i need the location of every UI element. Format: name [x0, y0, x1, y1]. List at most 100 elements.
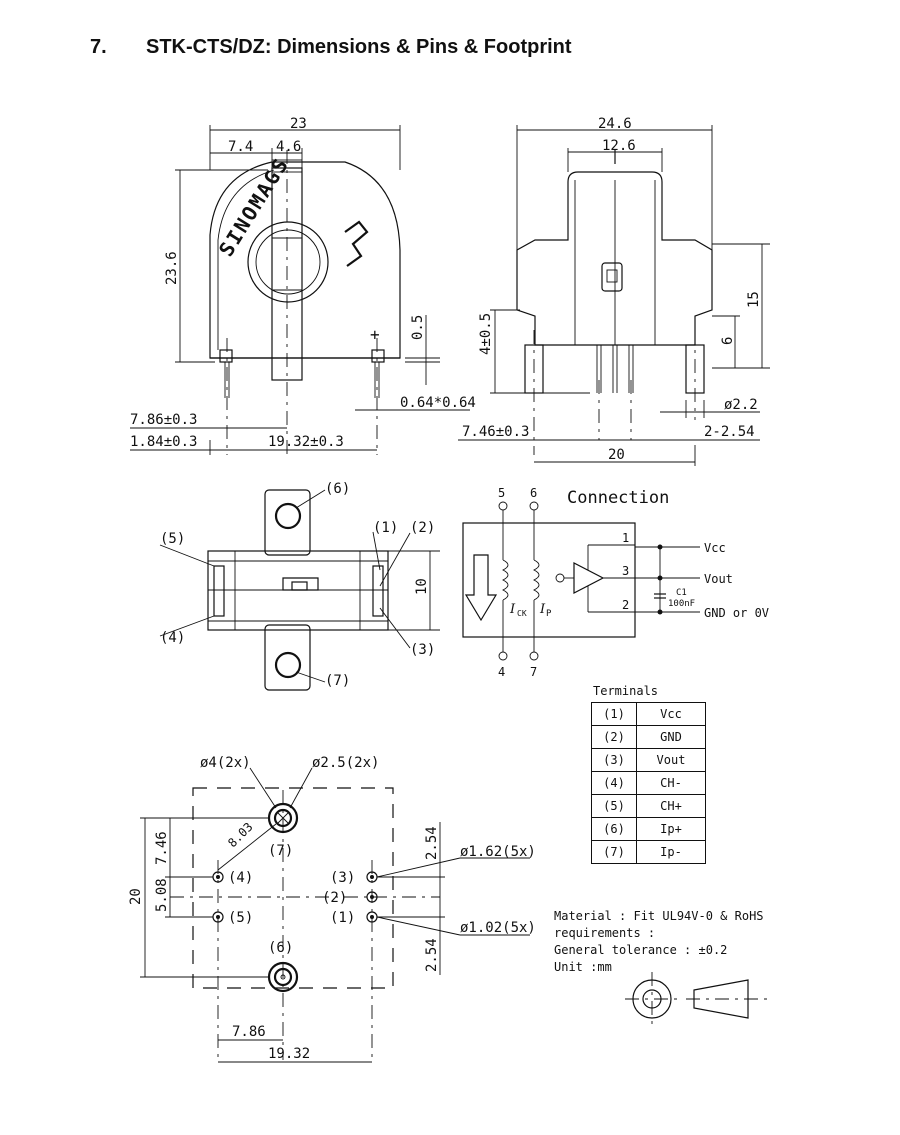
bottom-label-6: (6)	[325, 481, 350, 497]
plus-mark: +	[370, 325, 380, 344]
bottom-label-5: (5)	[160, 531, 185, 547]
connection-box	[462, 522, 636, 638]
table-row: (5)CH+	[591, 794, 706, 818]
section-number: 7.	[90, 36, 107, 58]
fp-label-4: (4)	[228, 870, 253, 886]
terminal-name: Ip+	[636, 817, 706, 841]
footprint-view: 20 7.46 5.08 2.54 2.54 7.86 19.32 ø4(2x)…	[128, 755, 536, 1063]
label-ip-sub: P	[546, 609, 552, 619]
footprint-outline	[192, 787, 394, 989]
dim-front-width: 23	[290, 116, 307, 132]
amplifier-icon	[573, 562, 605, 594]
dim-fp-x1: 7.86	[232, 1024, 266, 1040]
conn-pin-4: 4	[498, 665, 505, 679]
label-ick-sub: CK	[517, 609, 527, 618]
note-tolerance: General tolerance : ±0.2	[554, 943, 728, 957]
dim-side-lead: 4±0.5	[478, 313, 494, 355]
note-requirements: requirements :	[554, 926, 656, 940]
terminal-pin: (1)	[591, 702, 637, 726]
coil-ck	[501, 559, 509, 601]
dim-front-height: 23.6	[164, 251, 180, 285]
dim-front-pin-edge: 1.84±0.3	[130, 434, 197, 450]
side-latch	[601, 262, 623, 292]
terminal-pin: (4)	[591, 771, 637, 795]
note-material: Material : Fit UL94V-0 & RoHS	[554, 909, 764, 923]
dim-front-lead: 0.5	[410, 315, 426, 340]
table-row: (4)CH-	[591, 771, 706, 795]
dim-fp-x2: 19.32	[268, 1046, 310, 1062]
label-hole-small: ø2.5(2x)	[312, 755, 379, 771]
dim-side-pins-pitch: 2-2.54	[704, 424, 755, 440]
dim-side-slot: 12.6	[602, 138, 636, 154]
bottom-view: 10 (6) (7) (5) (4) (1) (2) (3)	[159, 481, 440, 691]
cap-name: C1	[676, 588, 687, 598]
dim-front-pitch: 19.32±0.3	[268, 434, 344, 450]
fp-label-2: (2)	[322, 890, 347, 906]
dim-side-pin-len: 6	[720, 337, 736, 345]
terminal-name: CH+	[636, 794, 706, 818]
fp-label-1: (1)	[330, 910, 355, 926]
node-1: 1	[622, 531, 629, 545]
side-body-outline	[516, 171, 713, 346]
out-gnd: GND or 0V	[704, 606, 769, 620]
dim-fp-v2: 5.08	[154, 878, 170, 912]
node-3: 3	[622, 564, 629, 578]
dim-fp-height: 20	[128, 888, 144, 905]
terminals-table: (1)Vcc (2)GND (3)Vout (4)CH- (5)CH+ (6)I…	[591, 702, 706, 864]
out-vcc: Vcc	[704, 541, 726, 555]
out-vout: Vout	[704, 572, 733, 586]
dim-side-dia: ø2.2	[724, 397, 758, 413]
terminal-name: Ip-	[636, 840, 706, 864]
dim-fp-v1: 7.46	[154, 831, 170, 865]
dim-front-pin-size: 0.64*0.64	[400, 395, 476, 411]
terminal-name: Vout	[636, 748, 706, 772]
section-heading: 7.STK-CTS/DZ: Dimensions & Pins & Footpr…	[90, 36, 572, 59]
table-row: (1)Vcc	[591, 702, 706, 726]
dim-front-left: 7.4	[228, 139, 253, 155]
logo-s-icon	[344, 220, 369, 267]
fp-label-3: (3)	[330, 870, 355, 886]
note-unit: Unit :mm	[554, 960, 612, 974]
dim-bottom-height: 10	[414, 578, 430, 595]
bottom-label-2: (2)	[410, 520, 435, 536]
sensor-icon	[555, 573, 565, 583]
current-arrow-icon	[464, 554, 498, 622]
terminal-name: GND	[636, 725, 706, 749]
label-ick: I	[509, 602, 516, 617]
terminal-pin: (5)	[591, 794, 637, 818]
front-logo-text: SINOMAGS	[214, 153, 294, 261]
bottom-label-3: (3)	[410, 642, 435, 658]
conn-pin-6: 6	[530, 486, 537, 500]
dim-fp-pitch-bot: 2.54	[424, 938, 440, 972]
bottom-bar-top	[264, 489, 311, 556]
dim-side-offset: 7.46±0.3	[462, 424, 529, 440]
fp-label-6: (6)	[268, 940, 293, 956]
terminals-title: Terminals	[593, 684, 659, 698]
side-view: 24.6 12.6 15 6 4±0.5 ø2.2 7.46±0.3 2-2.5…	[458, 116, 770, 466]
label-hole-big: ø4(2x)	[200, 755, 251, 771]
dim-front-pin-off: 7.86±0.3	[130, 412, 197, 428]
label-ip: I	[539, 602, 546, 617]
front-primary-bar	[271, 167, 303, 381]
front-aperture-inner	[255, 229, 321, 295]
front-view: SINOMAGS + 23 7.4 4.6 23.6 0.5 0.64*0.64	[130, 116, 476, 455]
dim-fp-diag: 8.03	[225, 820, 255, 850]
dim-side-span: 20	[608, 447, 625, 463]
conn-pin-7: 7	[530, 665, 537, 679]
terminal-name: Vcc	[636, 702, 706, 726]
node-2: 2	[622, 598, 629, 612]
dim-side-width: 24.6	[598, 116, 632, 132]
front-body-inner	[217, 169, 275, 350]
label-pad-dia: ø1.62(5x)	[460, 844, 536, 860]
connection-title: Connection	[567, 488, 670, 508]
table-row: (7)Ip-	[591, 840, 706, 864]
projection-symbol-icon	[625, 972, 770, 1026]
bottom-label-1: (1)	[373, 520, 398, 536]
terminal-pin: (6)	[591, 817, 637, 841]
label-drill-dia: ø1.02(5x)	[460, 920, 536, 936]
dim-side-height: 15	[746, 291, 762, 308]
fp-label-5: (5)	[228, 910, 253, 926]
terminal-pin: (2)	[591, 725, 637, 749]
connection-diagram: 5 6 4 7 I CK I P 1 3 2 C1 100nF Vcc	[462, 486, 769, 679]
